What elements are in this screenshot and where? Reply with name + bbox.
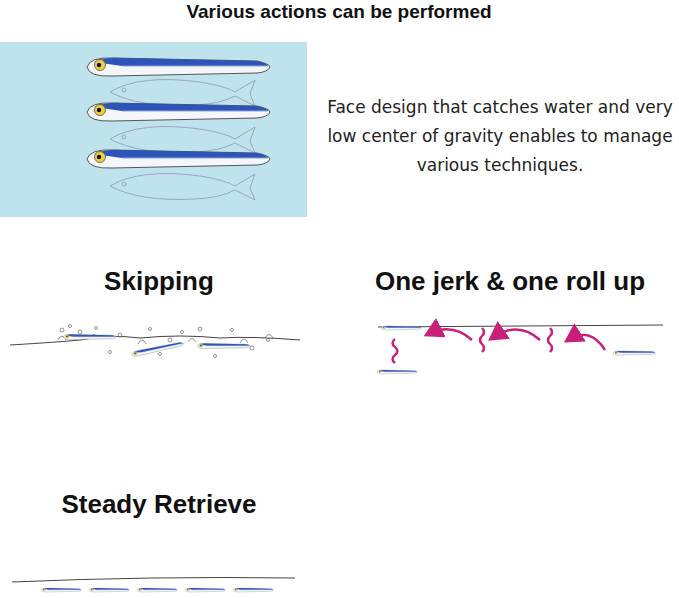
- technique-heading: Steady Retrieve: [61, 489, 256, 520]
- technique-heading: Skipping: [104, 266, 214, 297]
- technique-heading: One jerk & one roll up: [375, 266, 645, 297]
- diagram-title: Various actions can be performed: [186, 1, 491, 23]
- description-text: Face design that catches water and very …: [325, 93, 675, 180]
